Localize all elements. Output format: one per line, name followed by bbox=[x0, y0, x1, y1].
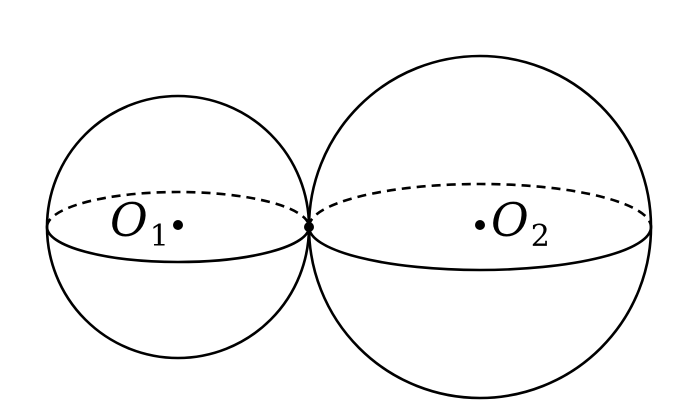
label-o2: O2 bbox=[491, 193, 550, 254]
label-o2-main: O bbox=[491, 193, 529, 247]
label-o1: O1 bbox=[110, 193, 169, 254]
sphere-o1-equator-back bbox=[45, 190, 311, 228]
label-o2-sub: 2 bbox=[531, 219, 550, 254]
center-point-o1 bbox=[173, 220, 183, 230]
sphere-o2-equator-front bbox=[307, 226, 653, 272]
label-o1-sub: 1 bbox=[150, 219, 169, 254]
sphere-o2-equator-back bbox=[307, 182, 653, 228]
center-point-o2 bbox=[475, 220, 485, 230]
label-o1-main: O bbox=[110, 193, 148, 247]
tangent-point bbox=[304, 222, 314, 232]
sphere-o1-equator-front bbox=[45, 226, 311, 264]
